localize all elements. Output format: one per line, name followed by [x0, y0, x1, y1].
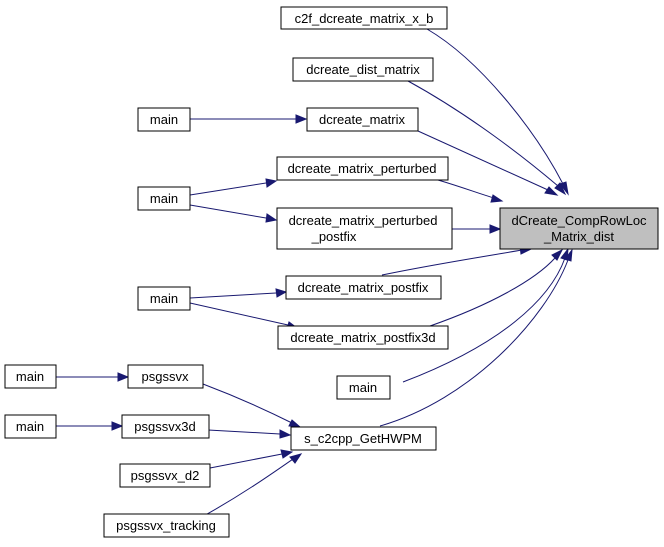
edge-psgssvx3d-to-hwpm: [207, 429, 292, 439]
node-label: psgssvx: [142, 369, 189, 384]
node-label: psgssvx3d: [134, 419, 195, 434]
edge-postfix-to-target: [381, 245, 533, 276]
edge-psgssvx-to-hwpm: [202, 383, 302, 428]
edge-psgssvx-d2-to-hwpm: [209, 449, 294, 469]
node-label: main: [150, 112, 178, 127]
edge-psgssvx-tracking-to-hwpm: [199, 453, 303, 519]
node-label: dcreate_matrix_perturbed: [288, 161, 437, 176]
node-target-line1: dCreate_CompRowLoc: [511, 213, 647, 228]
node-dcreate-matrix-postfix[interactable]: dcreate_matrix_postfix: [285, 275, 442, 300]
node-label: main: [349, 380, 377, 395]
node-label: psgssvx_tracking: [116, 518, 216, 533]
node-label: psgssvx_d2: [131, 468, 200, 483]
node-label: dcreate_dist_matrix: [306, 62, 420, 77]
node-label: main: [150, 191, 178, 206]
edge-main-a-to-dm: [190, 114, 308, 124]
node-main-d[interactable]: main: [4, 364, 57, 389]
edge-pert-to-target: [437, 179, 504, 203]
edge-main-b-to-pert: [189, 178, 278, 196]
node-target-function[interactable]: dCreate_CompRowLoc _Matrix_dist: [499, 207, 659, 250]
node-dcreate-matrix[interactable]: dcreate_matrix: [306, 107, 419, 132]
node-dcreate-matrix-perturbed[interactable]: dcreate_matrix_perturbed: [276, 156, 449, 181]
node-dcreate-matrix-perturbed-postfix[interactable]: dcreate_matrix_perturbed _postfix: [276, 207, 453, 250]
node-psgssvx-d2[interactable]: psgssvx_d2: [119, 463, 211, 488]
edge-main-b-to-pertpost: [189, 204, 278, 223]
edge-main-e-to-psgssvx3d: [56, 421, 124, 431]
edge-post3d-to-target: [429, 248, 564, 327]
node-psgssvx[interactable]: psgssvx: [127, 364, 204, 389]
node-label: dcreate_matrix_postfix3d: [290, 330, 435, 345]
node-c2f-dcreate-matrix-x-b[interactable]: c2f_dcreate_matrix_x_b: [280, 6, 448, 30]
node-main-e[interactable]: main: [4, 414, 57, 439]
node-label: dcreate_matrix: [319, 112, 405, 127]
node-dcreate-matrix-postfix3d[interactable]: dcreate_matrix_postfix3d: [277, 325, 449, 350]
node-main-direct[interactable]: main: [336, 375, 391, 400]
node-label-line1: dcreate_matrix_perturbed: [289, 213, 438, 228]
node-main-a[interactable]: main: [137, 107, 191, 132]
edge-dist-to-target: [407, 80, 567, 196]
node-main-c[interactable]: main: [137, 286, 191, 311]
node-dcreate-dist-matrix[interactable]: dcreate_dist_matrix: [292, 57, 434, 82]
node-label: c2f_dcreate_matrix_x_b: [295, 11, 434, 26]
edge-c2f-to-target: [426, 28, 569, 196]
node-target-line2: _Matrix_dist: [543, 229, 614, 244]
edge-main-c-to-postfix: [189, 288, 288, 299]
node-label: main: [16, 419, 44, 434]
node-psgssvx3d[interactable]: psgssvx3d: [121, 414, 210, 439]
node-label: main: [150, 291, 178, 306]
edge-hwpm-to-target: [379, 248, 573, 427]
node-label: s_c2cpp_GetHWPM: [304, 431, 422, 446]
edge-main-d-to-psgssvx: [56, 372, 130, 382]
node-s-c2cpp-gethwpm[interactable]: s_c2cpp_GetHWPM: [290, 426, 437, 451]
node-label: main: [16, 369, 44, 384]
edge-main-c-to-post3d: [189, 302, 299, 330]
node-label: dcreate_matrix_postfix: [298, 280, 429, 295]
node-psgssvx-tracking[interactable]: psgssvx_tracking: [103, 513, 230, 538]
edge-dm-to-target: [417, 130, 559, 196]
edge-pertpost-to-target: [452, 224, 502, 234]
node-main-b[interactable]: main: [137, 186, 191, 211]
node-label-line2: _postfix: [311, 229, 357, 244]
